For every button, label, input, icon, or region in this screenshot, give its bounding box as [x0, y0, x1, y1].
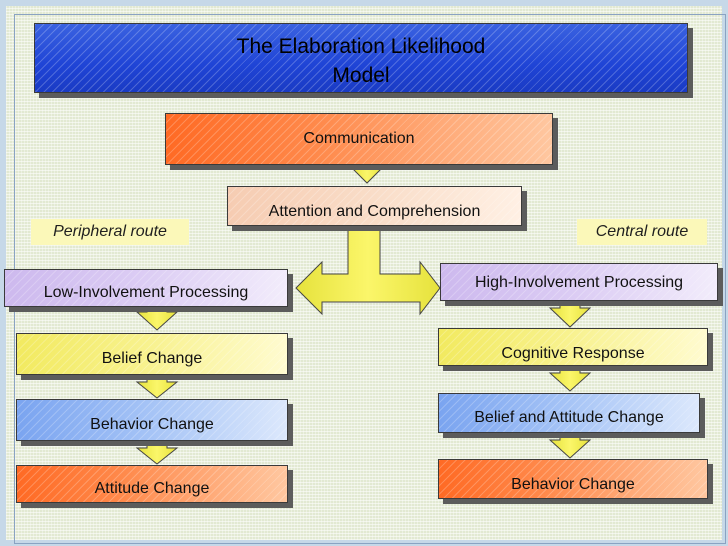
title-line-2: Model: [332, 64, 390, 87]
page-title: The Elaboration Likelihood Model: [237, 32, 486, 90]
attitude-change-box: Attitude Change: [16, 465, 288, 503]
peripheral-route-label: Peripheral route: [31, 219, 189, 245]
peripheral-belief-change-label: Belief Change: [101, 350, 203, 367]
attitude-change-label: Attitude Change: [94, 480, 210, 497]
title-line-1: The Elaboration Likelihood: [236, 35, 486, 58]
belief-attitude-change-label: Belief and Attitude Change: [474, 409, 664, 426]
communication-label: Communication: [303, 130, 415, 147]
title-box: The Elaboration Likelihood Model: [34, 23, 688, 93]
central-behavior-change-label: Behavior Change: [511, 476, 635, 493]
high-involvement-box: High-Involvement Processing: [440, 263, 718, 301]
central-route-label: Central route: [577, 219, 707, 245]
arrow-central-1: [548, 299, 592, 328]
arrow-peripheral-3: [135, 440, 179, 465]
belief-attitude-change-box: Belief and Attitude Change: [438, 393, 700, 433]
peripheral-behavior-change-box: Behavior Change: [16, 399, 288, 441]
central-behavior-change-box: Behavior Change: [438, 459, 708, 499]
arrow-central-2: [548, 365, 592, 392]
arrow-peripheral-2: [135, 374, 179, 399]
attention-label: Attention and Comprehension: [268, 203, 481, 220]
communication-box: Communication: [165, 113, 553, 165]
low-involvement-box: Low-Involvement Processing: [4, 269, 288, 307]
peripheral-behavior-change-label: Behavior Change: [90, 416, 214, 433]
cognitive-response-label: Cognitive Response: [501, 345, 645, 362]
arrow-central-3: [548, 431, 592, 459]
cognitive-response-box: Cognitive Response: [438, 328, 708, 366]
low-involvement-label: Low-Involvement Processing: [43, 284, 249, 301]
attention-box: Attention and Comprehension: [227, 186, 522, 226]
peripheral-belief-change-box: Belief Change: [16, 333, 288, 375]
arrow-attention-to-branches: [295, 224, 441, 316]
high-involvement-label: High-Involvement Processing: [474, 274, 684, 291]
